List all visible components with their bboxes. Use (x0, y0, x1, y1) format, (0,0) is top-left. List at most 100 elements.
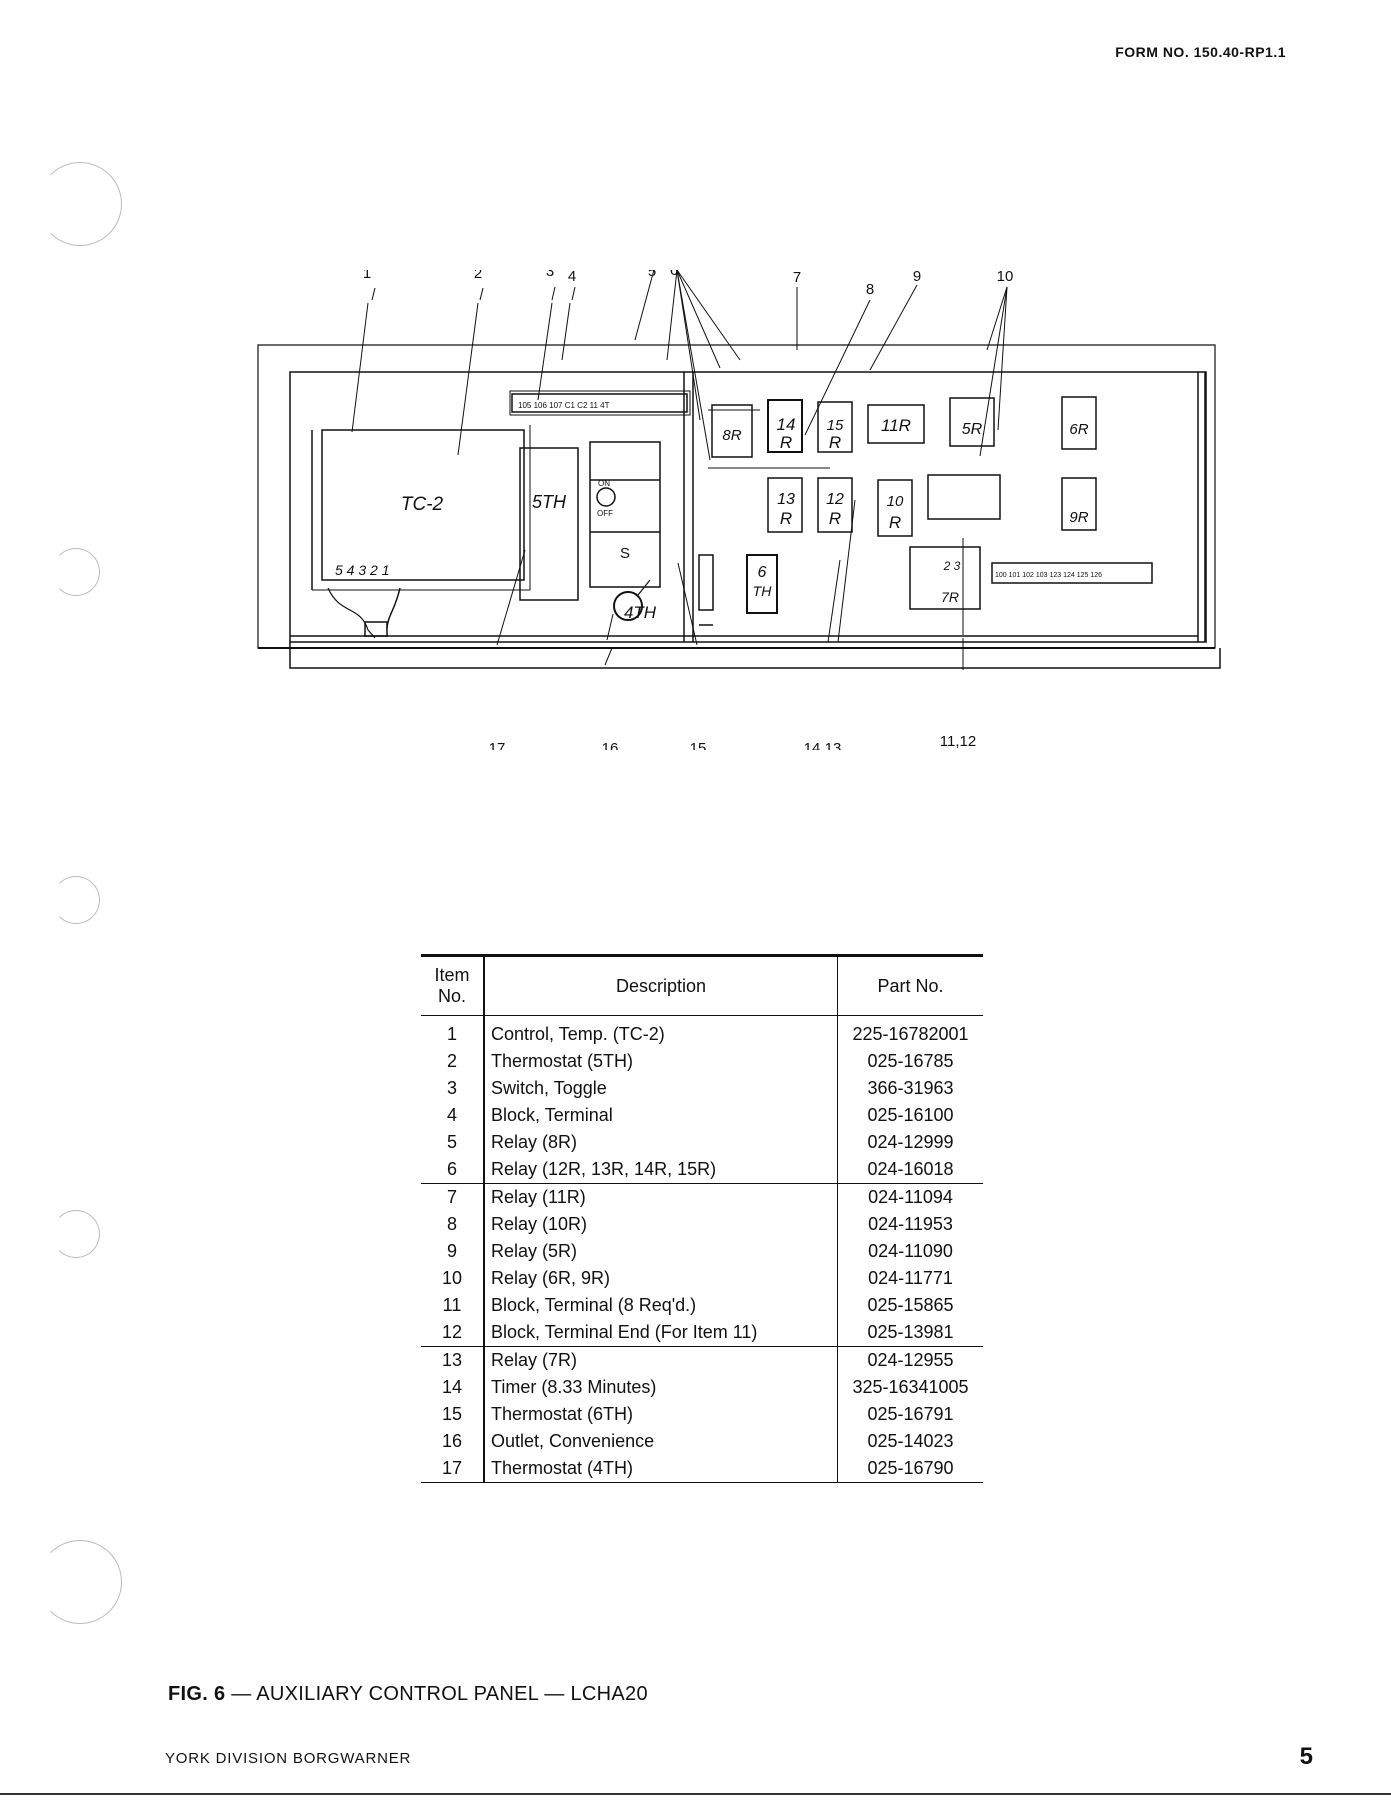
footer-company: YORK DIVISION BORGWARNER (165, 1750, 412, 1767)
row-part-no: 225-16782001 (852, 1024, 969, 1044)
row-item: 16 (421, 1428, 485, 1455)
row-part-no: 025-16790 (867, 1458, 954, 1478)
callout-8: 8 (866, 281, 874, 298)
timer-digits: 2 3 (943, 559, 961, 573)
row-part-no: 025-16785 (867, 1051, 954, 1071)
terminal-block-top-label: 105 106 107 C1 C2 11 4T (518, 401, 610, 410)
row-description: Relay (7R) (484, 1346, 838, 1374)
relay-15r-number: 15 (827, 417, 844, 434)
row-item: 6 (421, 1156, 485, 1184)
relay-12r-number: 12 (826, 491, 844, 508)
callout-10: 10 (997, 270, 1014, 285)
row-item: 4 (421, 1102, 485, 1129)
row-item: 9 (421, 1238, 485, 1265)
row-part-no: 024-16018 (837, 1156, 983, 1184)
terminal-block-right-label: 100 101 102 103 123 124 125 126 (995, 572, 1102, 579)
row-description: Thermostat (4TH) (484, 1455, 838, 1483)
relay-10r-number: 10 (887, 493, 904, 510)
relay-14r-letter: R (780, 433, 792, 452)
callout-13: 13 (825, 740, 842, 750)
figure-title: — AUXILIARY CONTROL PANEL — LCHA20 (225, 1683, 648, 1705)
th5-label: 5TH (532, 492, 567, 512)
row-item: 1 (421, 1015, 485, 1048)
control-panel-diagram: 1 2 3 4 5 6 7 8 9 10 11,12 13 14 15 16 1… (257, 270, 1221, 750)
relay-13r-letter: R (780, 509, 792, 528)
callout-5: 5 (648, 270, 656, 280)
callout-2: 2 (474, 270, 482, 282)
row-description: Relay (6R, 9R) (484, 1265, 838, 1292)
th6-letters: TH (753, 583, 773, 599)
row-description: Block, Terminal End (For Item 11) (484, 1319, 838, 1347)
row-item: 12 (421, 1319, 485, 1347)
row-item: 5 (421, 1129, 485, 1156)
figure-number: FIG. 6 (168, 1683, 226, 1705)
th4-label: 4TH (624, 603, 657, 622)
row-item: 13 (421, 1346, 485, 1374)
relay-9r-label: 9R (1069, 509, 1088, 526)
row-item: 17 (421, 1455, 485, 1483)
row-description: Relay (5R) (484, 1238, 838, 1265)
relay-12r-letter: R (829, 509, 841, 528)
switch-on-label: ON (598, 479, 610, 488)
row-description: Thermostat (6TH) (484, 1401, 838, 1428)
binder-hole-5 (38, 1540, 122, 1624)
header-description: Description (484, 955, 838, 1016)
relay-10r-letter: R (889, 513, 901, 532)
row-description: Control, Temp. (TC-2) (484, 1015, 838, 1048)
callout-9: 9 (913, 270, 921, 285)
row-item: 2 (421, 1048, 485, 1075)
tc2-terminals: 5 4 3 2 1 (335, 562, 390, 578)
row-item: 10 (421, 1265, 485, 1292)
form-number: FORM NO. 150.40-RP1.1 (1115, 44, 1286, 60)
binder-hole-4 (52, 1210, 100, 1258)
row-item: 8 (421, 1211, 485, 1238)
relay-13r-number: 13 (777, 491, 795, 508)
row-description: Switch, Toggle (484, 1075, 838, 1102)
relay-14r-number: 14 (777, 415, 796, 434)
table-header-row: Item No. Description Part No. (421, 955, 983, 1016)
row-part-no: 025-15865 (867, 1295, 954, 1315)
callout-3: 3 (546, 270, 554, 280)
row-part-no: 025-16100 (867, 1105, 954, 1125)
row-part-no: 024-11094 (868, 1187, 953, 1207)
relay-15r-letter: R (829, 433, 841, 452)
row-item: 11 (421, 1292, 485, 1319)
row-part-no: 025-16791 (867, 1404, 954, 1424)
relay-11r-label: 11R (881, 416, 911, 435)
callout-6: 6 (670, 270, 678, 279)
row-item: 14 (421, 1374, 485, 1401)
header-item-no: Item No. (421, 955, 485, 1016)
row-part-no: 366-31963 (867, 1078, 954, 1098)
row-item: 15 (421, 1401, 485, 1428)
row-description: Relay (11R) (484, 1183, 838, 1211)
header-part-no: Part No. (837, 955, 983, 1016)
row-description: Outlet, Convenience (484, 1428, 838, 1455)
switch-s-label: S (620, 545, 630, 562)
row-part-no: 024-12955 (867, 1350, 954, 1370)
row-description: Relay (12R, 13R, 14R, 15R) (484, 1156, 838, 1184)
callout-4: 4 (568, 270, 576, 285)
callout-15: 15 (690, 740, 707, 750)
switch-off-label: OFF (597, 509, 613, 518)
relay-8r-label: 8R (722, 427, 741, 444)
row-description: Block, Terminal (484, 1102, 838, 1129)
callout-17: 17 (489, 740, 506, 750)
relay-5r-label: 5R (962, 421, 983, 438)
callout-14: 14 (804, 740, 821, 750)
row-part-no: 024-11090 (868, 1241, 953, 1261)
th6-number: 6 (758, 564, 767, 581)
binder-hole-2 (52, 548, 100, 596)
